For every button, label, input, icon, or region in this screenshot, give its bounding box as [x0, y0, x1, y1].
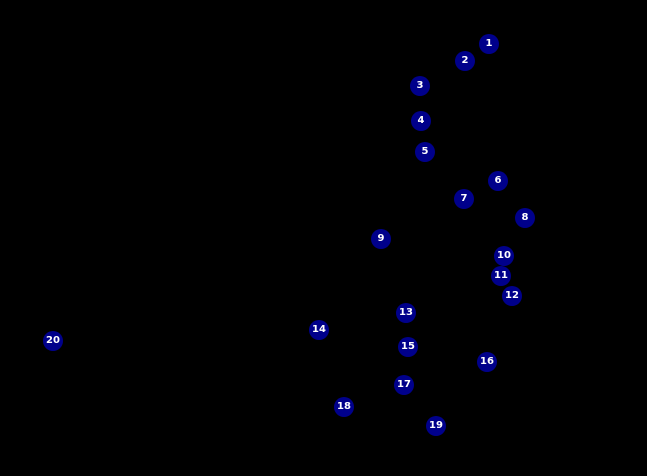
node-label: 2	[461, 55, 469, 66]
graph-node-15[interactable]: 15	[398, 337, 418, 357]
graph-node-4[interactable]: 4	[411, 111, 431, 131]
graph-node-13[interactable]: 13	[396, 303, 416, 323]
graph-node-16[interactable]: 16	[477, 352, 497, 372]
node-label: 16	[480, 356, 494, 367]
graph-node-5[interactable]: 5	[415, 142, 435, 162]
node-label: 6	[494, 175, 502, 186]
graph-node-14[interactable]: 14	[309, 320, 329, 340]
node-label: 1	[485, 38, 493, 49]
node-label: 19	[429, 420, 443, 431]
graph-node-1[interactable]: 1	[479, 34, 499, 54]
graph-node-10[interactable]: 10	[494, 246, 514, 266]
node-label: 15	[401, 341, 415, 352]
node-label: 11	[494, 270, 508, 281]
graph-node-9[interactable]: 9	[371, 229, 391, 249]
graph-node-19[interactable]: 19	[426, 416, 446, 436]
graph-node-7[interactable]: 7	[454, 189, 474, 209]
node-label: 20	[46, 335, 60, 346]
graph-node-8[interactable]: 8	[515, 208, 535, 228]
node-label: 13	[399, 307, 413, 318]
node-label: 7	[460, 193, 468, 204]
node-label: 14	[312, 324, 326, 335]
graph-node-3[interactable]: 3	[410, 76, 430, 96]
node-label: 3	[416, 80, 424, 91]
node-label: 5	[421, 146, 429, 157]
graph-node-2[interactable]: 2	[455, 51, 475, 71]
node-label: 17	[397, 379, 411, 390]
graph-node-6[interactable]: 6	[488, 171, 508, 191]
graph-node-18[interactable]: 18	[334, 397, 354, 417]
graph-node-12[interactable]: 12	[502, 286, 522, 306]
node-label: 4	[417, 115, 425, 126]
node-label: 18	[337, 401, 351, 412]
graph-node-11[interactable]: 11	[491, 266, 511, 286]
graph-node-20[interactable]: 20	[43, 331, 63, 351]
node-label: 10	[497, 250, 511, 261]
node-label: 9	[377, 233, 385, 244]
graph-node-17[interactable]: 17	[394, 375, 414, 395]
node-label: 8	[521, 212, 529, 223]
node-label: 12	[505, 290, 519, 301]
